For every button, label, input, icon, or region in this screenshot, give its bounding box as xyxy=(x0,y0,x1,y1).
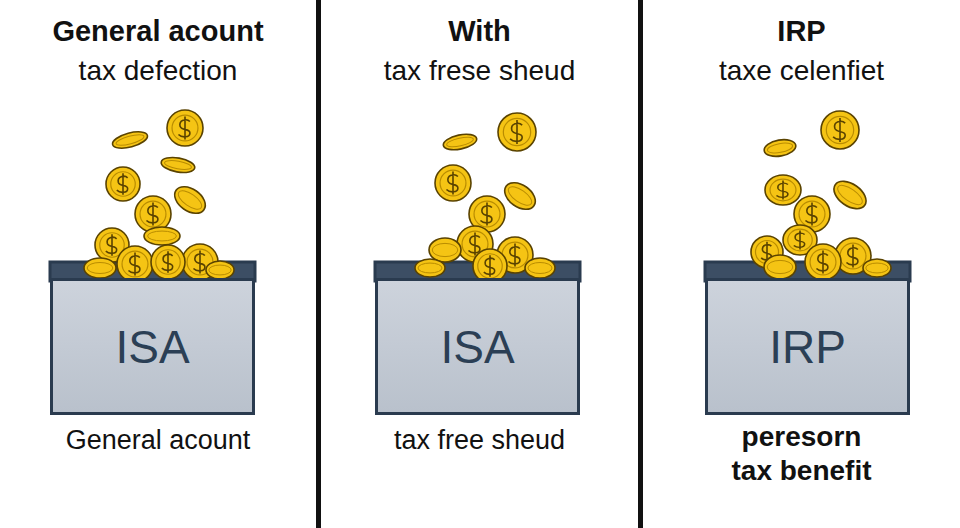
coin xyxy=(415,259,445,277)
coin-box: IRP xyxy=(705,278,910,415)
coin xyxy=(160,155,196,175)
panel-divider xyxy=(316,0,321,528)
coin-box: ISA xyxy=(50,278,255,415)
panel-heading: IRP xyxy=(643,14,960,49)
coin xyxy=(805,244,841,280)
panel-heading: With xyxy=(321,14,638,49)
coin xyxy=(764,255,796,279)
panel-caption: General acount xyxy=(0,424,316,456)
coin xyxy=(765,175,801,205)
box-label: ISA xyxy=(115,320,189,374)
panel-band: General acounttax defectionGeneral acoun… xyxy=(0,0,316,528)
coin xyxy=(167,110,203,146)
coin-pile xyxy=(84,110,891,283)
box-label: ISA xyxy=(440,320,514,374)
coin xyxy=(206,261,234,279)
coin xyxy=(144,227,180,245)
coin xyxy=(500,177,540,215)
panel-heading: tax defection xyxy=(0,54,316,88)
coin xyxy=(84,258,116,278)
coin xyxy=(435,165,471,201)
coin xyxy=(763,137,797,158)
coin xyxy=(525,258,555,278)
panel-heading: tax frese sheud xyxy=(321,54,638,88)
box-label: IRP xyxy=(769,320,846,374)
coin xyxy=(821,111,859,149)
panel-divider xyxy=(638,0,643,528)
panel-divider xyxy=(316,0,643,528)
coin xyxy=(106,167,140,201)
coin-box: ISA xyxy=(375,278,580,415)
coin xyxy=(498,113,536,151)
coin xyxy=(829,176,871,215)
coin xyxy=(863,259,891,277)
coin xyxy=(111,129,149,152)
coin xyxy=(117,246,153,282)
coin xyxy=(429,238,461,262)
panel-caption: tax free sheud xyxy=(321,424,638,456)
panel-band: IRP taxe celenfiet peresorn tax benefit IRP xyxy=(643,0,960,528)
panel-heading: General acount xyxy=(0,14,316,49)
coin xyxy=(170,181,210,219)
panel-band: With tax frese sheud tax free sheud ISA xyxy=(321,0,638,528)
panel-heading: taxe celenfiet xyxy=(643,54,960,88)
coin xyxy=(442,132,478,153)
coin xyxy=(151,245,185,279)
panel-caption: peresorn tax benefit xyxy=(719,420,884,487)
